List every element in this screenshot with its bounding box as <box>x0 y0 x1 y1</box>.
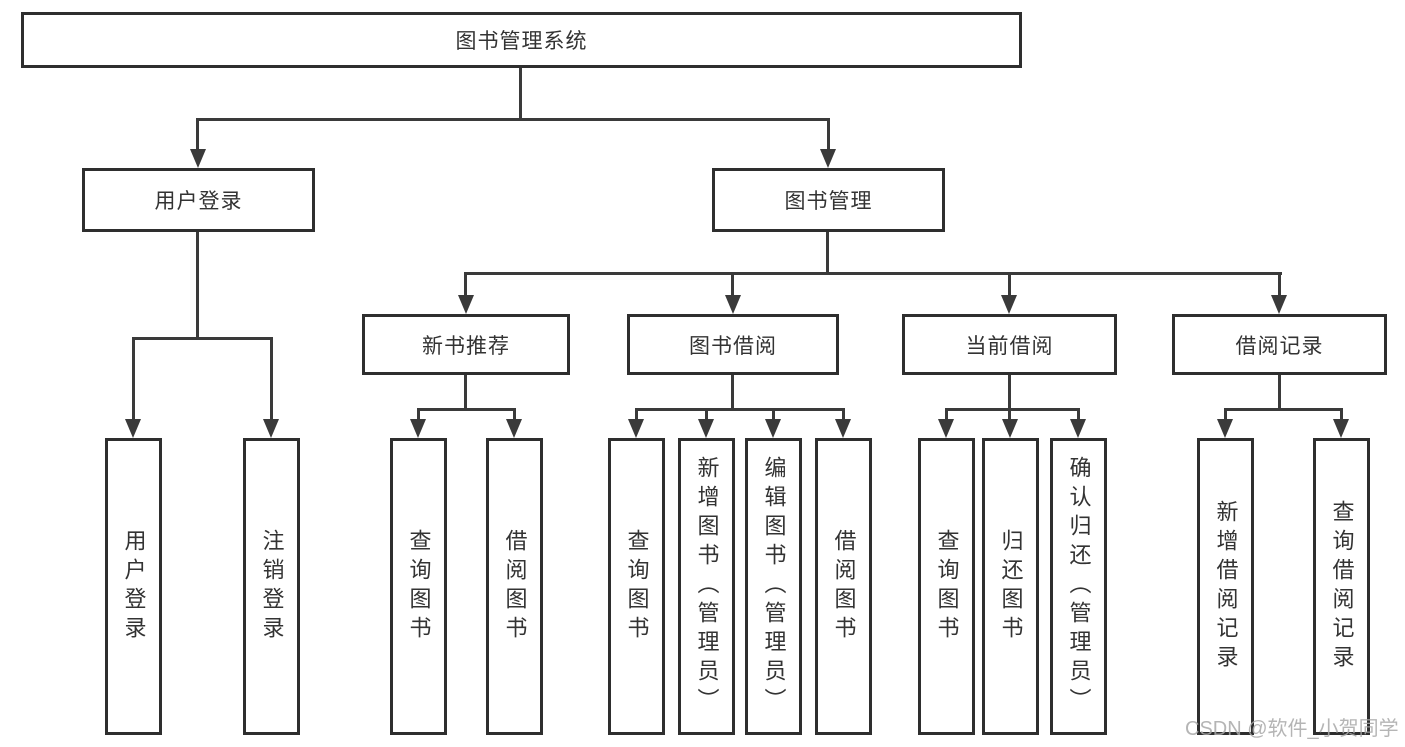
leaf-borrow-edit-admin: 编辑图书（管理员） <box>745 438 802 735</box>
leaf-logout-label: 注销登录 <box>259 528 285 645</box>
leaf-records-query-label: 查询借阅记录 <box>1329 499 1355 674</box>
arrowhead-leaf-login <box>125 419 141 438</box>
connector-s3c0-stub <box>1224 408 1227 421</box>
connector-currentborrow-stub <box>1008 272 1011 298</box>
connector-bookmgmt-hline <box>465 272 1282 275</box>
node-new-book-label: 新书推荐 <box>422 334 510 358</box>
leaf-current-confirm-admin: 确认归还（管理员） <box>1050 438 1107 735</box>
arrowhead-userlogin <box>190 149 206 168</box>
connector-s2-hline <box>945 408 1080 411</box>
connector-s3-vline <box>1278 375 1281 408</box>
arrowhead-s1c2 <box>765 419 781 438</box>
node-borrow-records-label: 借阅记录 <box>1235 334 1324 358</box>
node-book-mgmt: 图书管理 <box>712 168 945 232</box>
node-book-borrow: 图书借阅 <box>627 314 839 375</box>
arrowhead-s3c1 <box>1333 419 1349 438</box>
leaf-newbook-query-label: 查询图书 <box>406 528 432 645</box>
connector-s3-hline <box>1224 408 1343 411</box>
connector-s0c1-stub <box>513 408 516 421</box>
connector-userlogin-hline <box>132 337 273 340</box>
connector-root-vline <box>519 68 522 118</box>
connector-bookmgmt-stub <box>827 118 830 151</box>
leaf-records-add-label: 新增借阅记录 <box>1213 499 1239 674</box>
node-book-borrow-label: 图书借阅 <box>689 334 777 358</box>
node-new-book: 新书推荐 <box>362 314 570 375</box>
connector-s1c0-stub <box>635 408 638 421</box>
connector-leaf-logout-stub <box>270 337 273 420</box>
leaf-borrow-borrow-label: 借阅图书 <box>831 528 857 645</box>
arrowhead-s1c3 <box>835 419 851 438</box>
leaf-newbook-borrow: 借阅图书 <box>486 438 543 735</box>
leaf-records-add: 新增借阅记录 <box>1197 438 1254 735</box>
connector-records-stub <box>1278 272 1281 298</box>
leaf-borrow-borrow: 借阅图书 <box>815 438 872 735</box>
csdn-watermark: CSDN @软件_小贺同学 <box>1185 718 1399 740</box>
leaf-current-return-label: 归还图书 <box>998 528 1024 645</box>
node-user-login: 用户登录 <box>82 168 315 232</box>
connector-s2c2-stub <box>1077 408 1080 421</box>
node-user-login-label: 用户登录 <box>154 190 243 213</box>
connector-s1-hline <box>635 408 845 411</box>
arrowhead-s3c0 <box>1217 419 1233 438</box>
leaf-newbook-query: 查询图书 <box>390 438 447 735</box>
leaf-records-query: 查询借阅记录 <box>1313 438 1370 735</box>
leaf-current-return: 归还图书 <box>982 438 1039 735</box>
leaf-newbook-borrow-label: 借阅图书 <box>502 528 528 645</box>
leaf-borrow-add-admin-label: 新增图书（管理员） <box>694 456 720 717</box>
connector-s1c3-stub <box>842 408 845 421</box>
connector-s3c1-stub <box>1340 408 1343 421</box>
node-current-borrow: 当前借阅 <box>902 314 1117 375</box>
connector-s1-vline <box>731 375 734 408</box>
connector-bookmgmt-vline <box>826 232 829 272</box>
leaf-current-query-label: 查询图书 <box>934 528 960 645</box>
arrowhead-records <box>1271 295 1287 314</box>
connector-newbook-stub <box>464 272 467 298</box>
connector-leaf-login-stub <box>132 337 135 420</box>
connector-s0-hline <box>417 408 516 411</box>
leaf-borrow-query-label: 查询图书 <box>624 528 650 645</box>
connector-s1c2-stub <box>772 408 775 421</box>
arrowhead-s2c1 <box>1002 419 1018 438</box>
connector-userlogin-stub <box>196 118 199 151</box>
leaf-borrow-query: 查询图书 <box>608 438 665 735</box>
connector-s2c0-stub <box>945 408 948 421</box>
arrowhead-s2c0 <box>938 419 954 438</box>
leaf-logout: 注销登录 <box>243 438 300 735</box>
arrowhead-s1c1 <box>698 419 714 438</box>
connector-s2c1-stub <box>1008 408 1011 421</box>
connector-s0-vline <box>464 375 467 408</box>
arrowhead-bookmgmt <box>820 149 836 168</box>
leaf-user-login: 用户登录 <box>105 438 162 735</box>
leaf-user-login-label: 用户登录 <box>121 528 147 645</box>
leaf-borrow-add-admin: 新增图书（管理员） <box>678 438 735 735</box>
connector-s2-vline <box>1008 375 1011 408</box>
arrowhead-newbook <box>458 295 474 314</box>
arrowhead-s0c0 <box>410 419 426 438</box>
arrowhead-leaf-logout <box>263 419 279 438</box>
connector-s1c1-stub <box>705 408 708 421</box>
arrowhead-bookborrow <box>725 295 741 314</box>
leaf-current-confirm-admin-label: 确认归还（管理员） <box>1066 456 1092 717</box>
node-root-label: 图书管理系统 <box>455 30 588 53</box>
leaf-borrow-edit-admin-label: 编辑图书（管理员） <box>761 456 787 717</box>
connector-bookborrow-stub <box>731 272 734 298</box>
arrowhead-s2c2 <box>1070 419 1086 438</box>
arrowhead-currentborrow <box>1001 295 1017 314</box>
arrowhead-s0c1 <box>506 419 522 438</box>
node-current-borrow-label: 当前借阅 <box>965 334 1054 358</box>
node-root: 图书管理系统 <box>21 12 1022 68</box>
node-book-mgmt-label: 图书管理 <box>784 190 873 213</box>
leaf-current-query: 查询图书 <box>918 438 975 735</box>
connector-userlogin-vline <box>196 232 199 337</box>
arrowhead-s1c0 <box>628 419 644 438</box>
connector-s0c0-stub <box>417 408 420 421</box>
connector-root-hline <box>197 118 830 121</box>
node-borrow-records: 借阅记录 <box>1172 314 1387 375</box>
